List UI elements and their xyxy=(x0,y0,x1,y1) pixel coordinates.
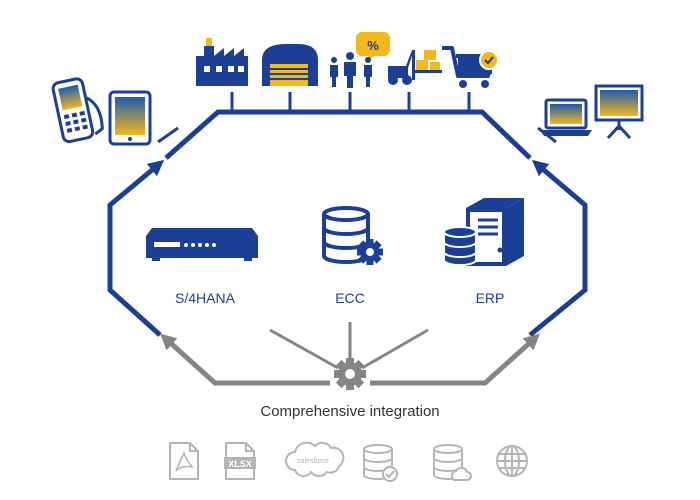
shopping-cart-icon xyxy=(442,46,499,88)
salesforce-label: salesforce xyxy=(297,458,329,465)
xlsx-file-icon: XLSX xyxy=(224,442,256,480)
integration-caption: Comprehensive integration xyxy=(260,403,440,420)
system-label-s4hana: S/4HANA xyxy=(175,290,235,306)
xlsx-label: XLSX xyxy=(228,459,252,469)
system-label-erp: ERP xyxy=(475,290,505,306)
database-gear-icon xyxy=(322,206,383,265)
pdf-file-icon xyxy=(169,442,199,480)
warehouse-icon xyxy=(262,44,318,86)
server-appliance-icon xyxy=(146,228,258,261)
globe-icon xyxy=(496,445,528,477)
laptop-icon xyxy=(540,98,592,136)
people-discount-icon: % xyxy=(330,32,390,88)
server-database-icon xyxy=(443,198,524,266)
svg-text:%: % xyxy=(367,38,379,53)
database-check-icon xyxy=(363,444,398,482)
forklift-icon xyxy=(388,50,442,85)
factory-icon xyxy=(196,38,248,86)
top-connectors xyxy=(157,92,557,144)
presentation-screen-icon xyxy=(594,84,644,140)
salesforce-cloud-icon: salesforce xyxy=(285,441,345,477)
tablet-icon xyxy=(108,90,152,146)
database-cloud-icon xyxy=(433,444,472,481)
integration-gear-icon xyxy=(334,358,366,390)
handheld-scanner-icon xyxy=(51,77,104,144)
system-label-ecc: ECC xyxy=(335,290,365,306)
gray-frame xyxy=(160,322,540,386)
